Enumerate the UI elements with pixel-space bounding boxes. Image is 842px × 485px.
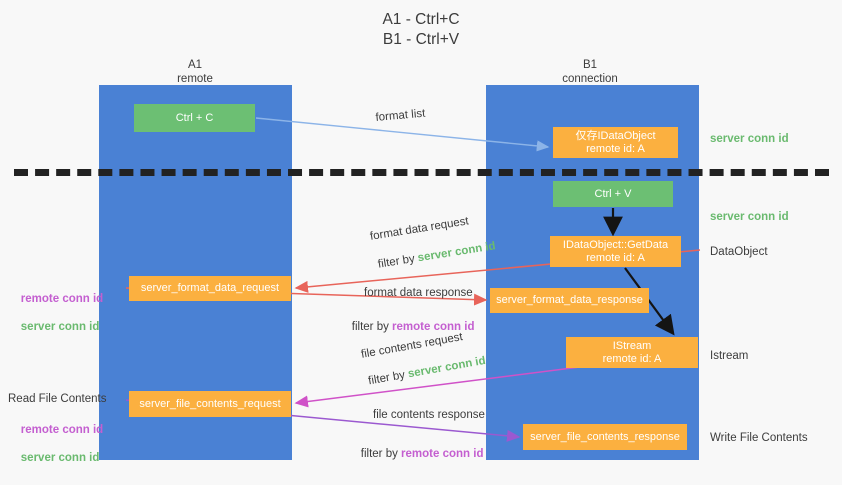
label-server-conn-id-1: server conn id (20, 321, 100, 333)
node-server-format-data-request[interactable]: server_format_data_request (129, 276, 291, 301)
caption-format-list: format list (375, 107, 426, 124)
node-istream[interactable]: IStream remote id: A (566, 337, 698, 368)
node-server-format-data-response[interactable]: server_format_data_response (490, 288, 649, 313)
caption-format-data-response-filter: filter by remote conn id (339, 305, 475, 350)
label-remote-conn-id-1: remote conn id (20, 293, 104, 305)
caption-file-contents-response-filter: filter by remote conn id (348, 432, 484, 477)
caption-format-data-response: format data response (364, 287, 473, 299)
label-left-conn-ids-bottom: remote conn id server conn id (8, 409, 103, 479)
label-remote-conn-id-2: remote conn id (20, 424, 104, 436)
node-store-idataobject[interactable]: 仅存IDataObject remote id: A (553, 127, 678, 158)
label-dataobject: DataObject (710, 246, 768, 258)
caption-file-contents-response: file contents response (373, 409, 485, 421)
label-write-file-contents: Write File Contents (710, 432, 808, 444)
caption-filter-value-remote-conn-id: remote conn id (401, 448, 484, 460)
label-left-conn-ids-top: remote conn id server conn id (8, 278, 103, 348)
label-server-conn-id-top: server conn id (710, 133, 789, 145)
caption-filter-value-server-conn-id: server conn id (416, 240, 497, 265)
column-header-a1: A1 remote (177, 59, 213, 85)
caption-filter-value-server-conn-id: server conn id (407, 354, 487, 381)
label-server-conn-id-2: server conn id (20, 452, 100, 464)
label-read-file-contents: Read File Contents (8, 393, 107, 405)
caption-filter-prefix: filter by (351, 321, 393, 333)
boundary-divider (14, 169, 829, 176)
node-server-file-contents-response[interactable]: server_file_contents_response (523, 424, 687, 450)
caption-filter-prefix: filter by (360, 448, 402, 460)
node-server-file-contents-request[interactable]: server_file_contents_request (129, 391, 291, 417)
node-ctrl-v[interactable]: Ctrl + V (553, 181, 673, 207)
caption-filter-prefix: filter by (377, 252, 419, 271)
column-header-b1: B1 connection (562, 59, 618, 85)
caption-filter-prefix: filter by (367, 368, 410, 388)
caption-filter-value-remote-conn-id: remote conn id (392, 321, 475, 333)
node-ctrl-c[interactable]: Ctrl + C (134, 104, 255, 132)
node-idataobject-getdata[interactable]: IDataObject::GetData remote id: A (550, 236, 681, 267)
label-server-conn-id-mid: server conn id (710, 211, 789, 223)
page-title: A1 - Ctrl+C B1 - Ctrl+V (382, 11, 460, 48)
label-istream: Istream (710, 350, 749, 362)
